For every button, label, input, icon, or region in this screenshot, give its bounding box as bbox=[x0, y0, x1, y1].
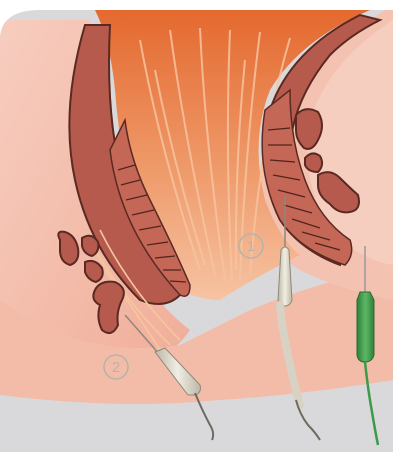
marker-2-label: 2 bbox=[112, 359, 120, 376]
marker-1-label: 1 bbox=[247, 238, 255, 255]
